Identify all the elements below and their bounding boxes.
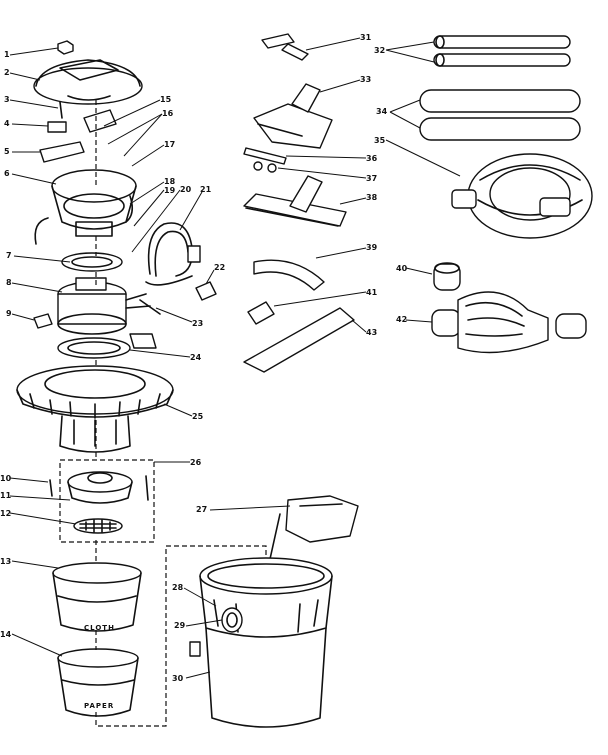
- part-8-motor: [57, 277, 151, 335]
- callout-33: 33: [360, 75, 371, 84]
- callout-27: 27: [196, 505, 207, 514]
- part-39-elbow-wand: [253, 259, 325, 291]
- callout-1: 1: [4, 50, 10, 59]
- callout-38: 38: [366, 193, 378, 202]
- callout-35: 35: [374, 136, 386, 145]
- part-28-latch: [189, 641, 201, 657]
- part-43-crevice-tool: [243, 307, 355, 373]
- paper-label: PAPER: [84, 702, 114, 710]
- callout-12: 12: [0, 509, 11, 518]
- callout-43: 43: [366, 328, 377, 337]
- part-22-plug: [195, 281, 217, 301]
- part-27-deflector: [267, 495, 359, 569]
- callout-41: 41: [366, 288, 378, 297]
- part-25-lid: [16, 365, 174, 453]
- callout-31: 31: [360, 33, 372, 42]
- part-13-cloth-filter: CLOTH: [52, 562, 142, 632]
- part-1-switch-knob: [57, 40, 74, 55]
- part-14-paper-filter: PAPER: [57, 648, 139, 717]
- leader-lines-canister: [183, 505, 291, 679]
- callout-22: 22: [214, 263, 225, 272]
- callout-32: 32: [374, 46, 385, 55]
- callout-18: 18: [164, 177, 176, 186]
- part-36-brush-strip: [243, 147, 287, 165]
- callout-39: 39: [366, 243, 378, 252]
- callout-2: 2: [4, 68, 10, 77]
- part-11-impeller: [67, 471, 133, 504]
- callout-40: 40: [396, 264, 408, 273]
- callout-28: 28: [172, 583, 184, 592]
- callout-34: 34: [376, 107, 388, 116]
- part-40-adapter: [433, 262, 461, 291]
- callout-10: 10: [0, 474, 12, 483]
- part-41-clip: [247, 301, 275, 325]
- callout-numbers: 1 2 3 4 5 6 7 8 9 10 11 12 13 14 15 16 1…: [0, 33, 408, 683]
- part-10-screws: [49, 475, 149, 501]
- callout-24: 24: [190, 353, 202, 362]
- part-42-hose-wye: [431, 291, 587, 354]
- part-32-extension-wands: [433, 35, 571, 67]
- assembly-axis: [95, 100, 267, 727]
- part-33-upholstery-nozzle: [253, 83, 333, 149]
- callout-25: 25: [192, 412, 204, 421]
- part-37-clips: [253, 161, 277, 173]
- part-6-motor-housing: [34, 169, 137, 245]
- part-29-inlet-port: [221, 607, 243, 633]
- part-35-hose: [451, 153, 593, 239]
- callout-17: 17: [164, 140, 175, 149]
- callout-13: 13: [0, 557, 11, 566]
- callout-16: 16: [162, 109, 174, 118]
- callout-26: 26: [190, 458, 202, 467]
- callout-4: 4: [4, 119, 10, 128]
- cloth-label: CLOTH: [84, 624, 115, 632]
- callout-30: 30: [172, 674, 184, 683]
- part-5-switch-plate: [39, 109, 117, 163]
- callout-37: 37: [366, 174, 377, 183]
- part-21-power-cord: [145, 222, 201, 286]
- part-7-gasket: [61, 252, 123, 272]
- callout-9: 9: [6, 309, 12, 318]
- callout-8: 8: [6, 278, 12, 287]
- part-34-extension-wands: [419, 89, 581, 141]
- callout-42: 42: [396, 315, 407, 324]
- callout-5: 5: [4, 147, 10, 156]
- callout-29: 29: [174, 621, 186, 630]
- callout-20: 20: [180, 185, 192, 194]
- callout-3: 3: [4, 95, 10, 104]
- part-24-gasket-ring: [57, 337, 131, 359]
- part-9-clip: [33, 313, 157, 349]
- part-38-floor-nozzle: [243, 175, 347, 227]
- callout-23: 23: [192, 319, 203, 328]
- part-3-screws: [59, 101, 63, 119]
- part-31-crevice-nozzle: [261, 33, 309, 61]
- callout-19: 19: [164, 186, 176, 195]
- callout-21: 21: [200, 185, 212, 194]
- leader-lines-left: [9, 47, 215, 657]
- callout-11: 11: [0, 491, 12, 500]
- callout-14: 14: [0, 630, 12, 639]
- callout-6: 6: [4, 169, 10, 178]
- part-2-top-cover: [33, 59, 143, 105]
- callout-36: 36: [366, 154, 378, 163]
- callout-7: 7: [6, 251, 12, 260]
- part-23-cord-clamp: [139, 299, 161, 315]
- part-12-filter-screen: [73, 518, 123, 534]
- part-30-canister: [199, 557, 333, 728]
- part-4-switch-bracket: [47, 121, 67, 133]
- leader-lines-right: [273, 37, 461, 333]
- callout-15: 15: [160, 95, 172, 104]
